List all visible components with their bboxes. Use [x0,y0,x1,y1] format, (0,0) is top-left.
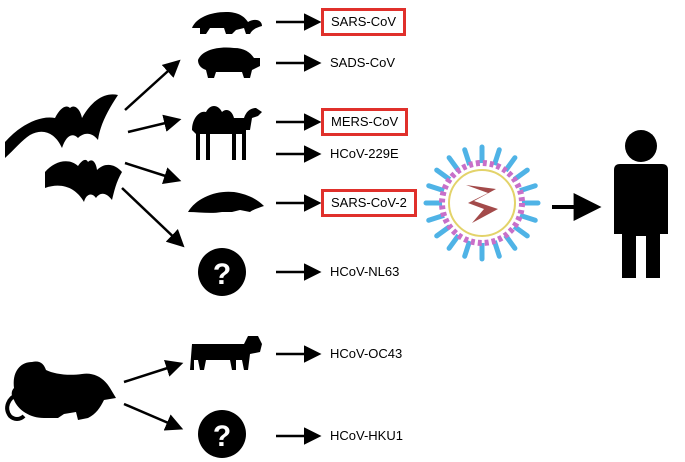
virus-spike [426,183,449,194]
virus-envelope [448,169,516,237]
virus-rna [466,185,498,223]
label-sars-cov: SARS-CoV [321,8,407,36]
label-hcov-229e: HCoV-229E [330,146,399,161]
arrow-bat-to-unknown [121,187,185,248]
virus-spike [510,222,530,239]
virus-spike [515,212,538,223]
civet-icon [192,12,262,34]
arrow-rat-to-unknown [123,402,184,431]
cow-icon [190,336,262,370]
arrow-bat-to-pangolin [124,161,182,185]
pangolin-icon [188,191,264,213]
question-icon-bat-lineage: ? [198,248,246,296]
arrow-rat-to-cow [123,359,184,384]
label-sads-cov: SADS-CoV [330,55,396,70]
human-icon [614,130,668,278]
arrow-bat-to-camel [127,114,182,134]
question-icon-rodent-lineage: ? [198,410,246,458]
label-sars-cov-2: SARS-CoV-2 [321,189,417,217]
arrow-bat-to-civet [124,59,181,111]
label-hcov-hku1: HCoV-HKU1 [330,428,403,443]
virus-spike [491,147,502,170]
bat-icon-small [45,159,122,202]
virus-icon [423,144,541,262]
bat-icon-large [5,94,118,158]
question-glyph-1: ? [213,258,231,291]
pig-icon [198,47,260,78]
label-mers-cov: MERS-CoV [321,108,409,136]
camel-icon [192,106,262,160]
label-hcov-oc43: HCoV-OC43 [330,346,403,361]
virus-spike [462,236,473,259]
label-hcov-nl63: HCoV-NL63 [330,264,400,279]
rat-icon [5,361,117,421]
question-glyph-2: ? [213,420,231,453]
